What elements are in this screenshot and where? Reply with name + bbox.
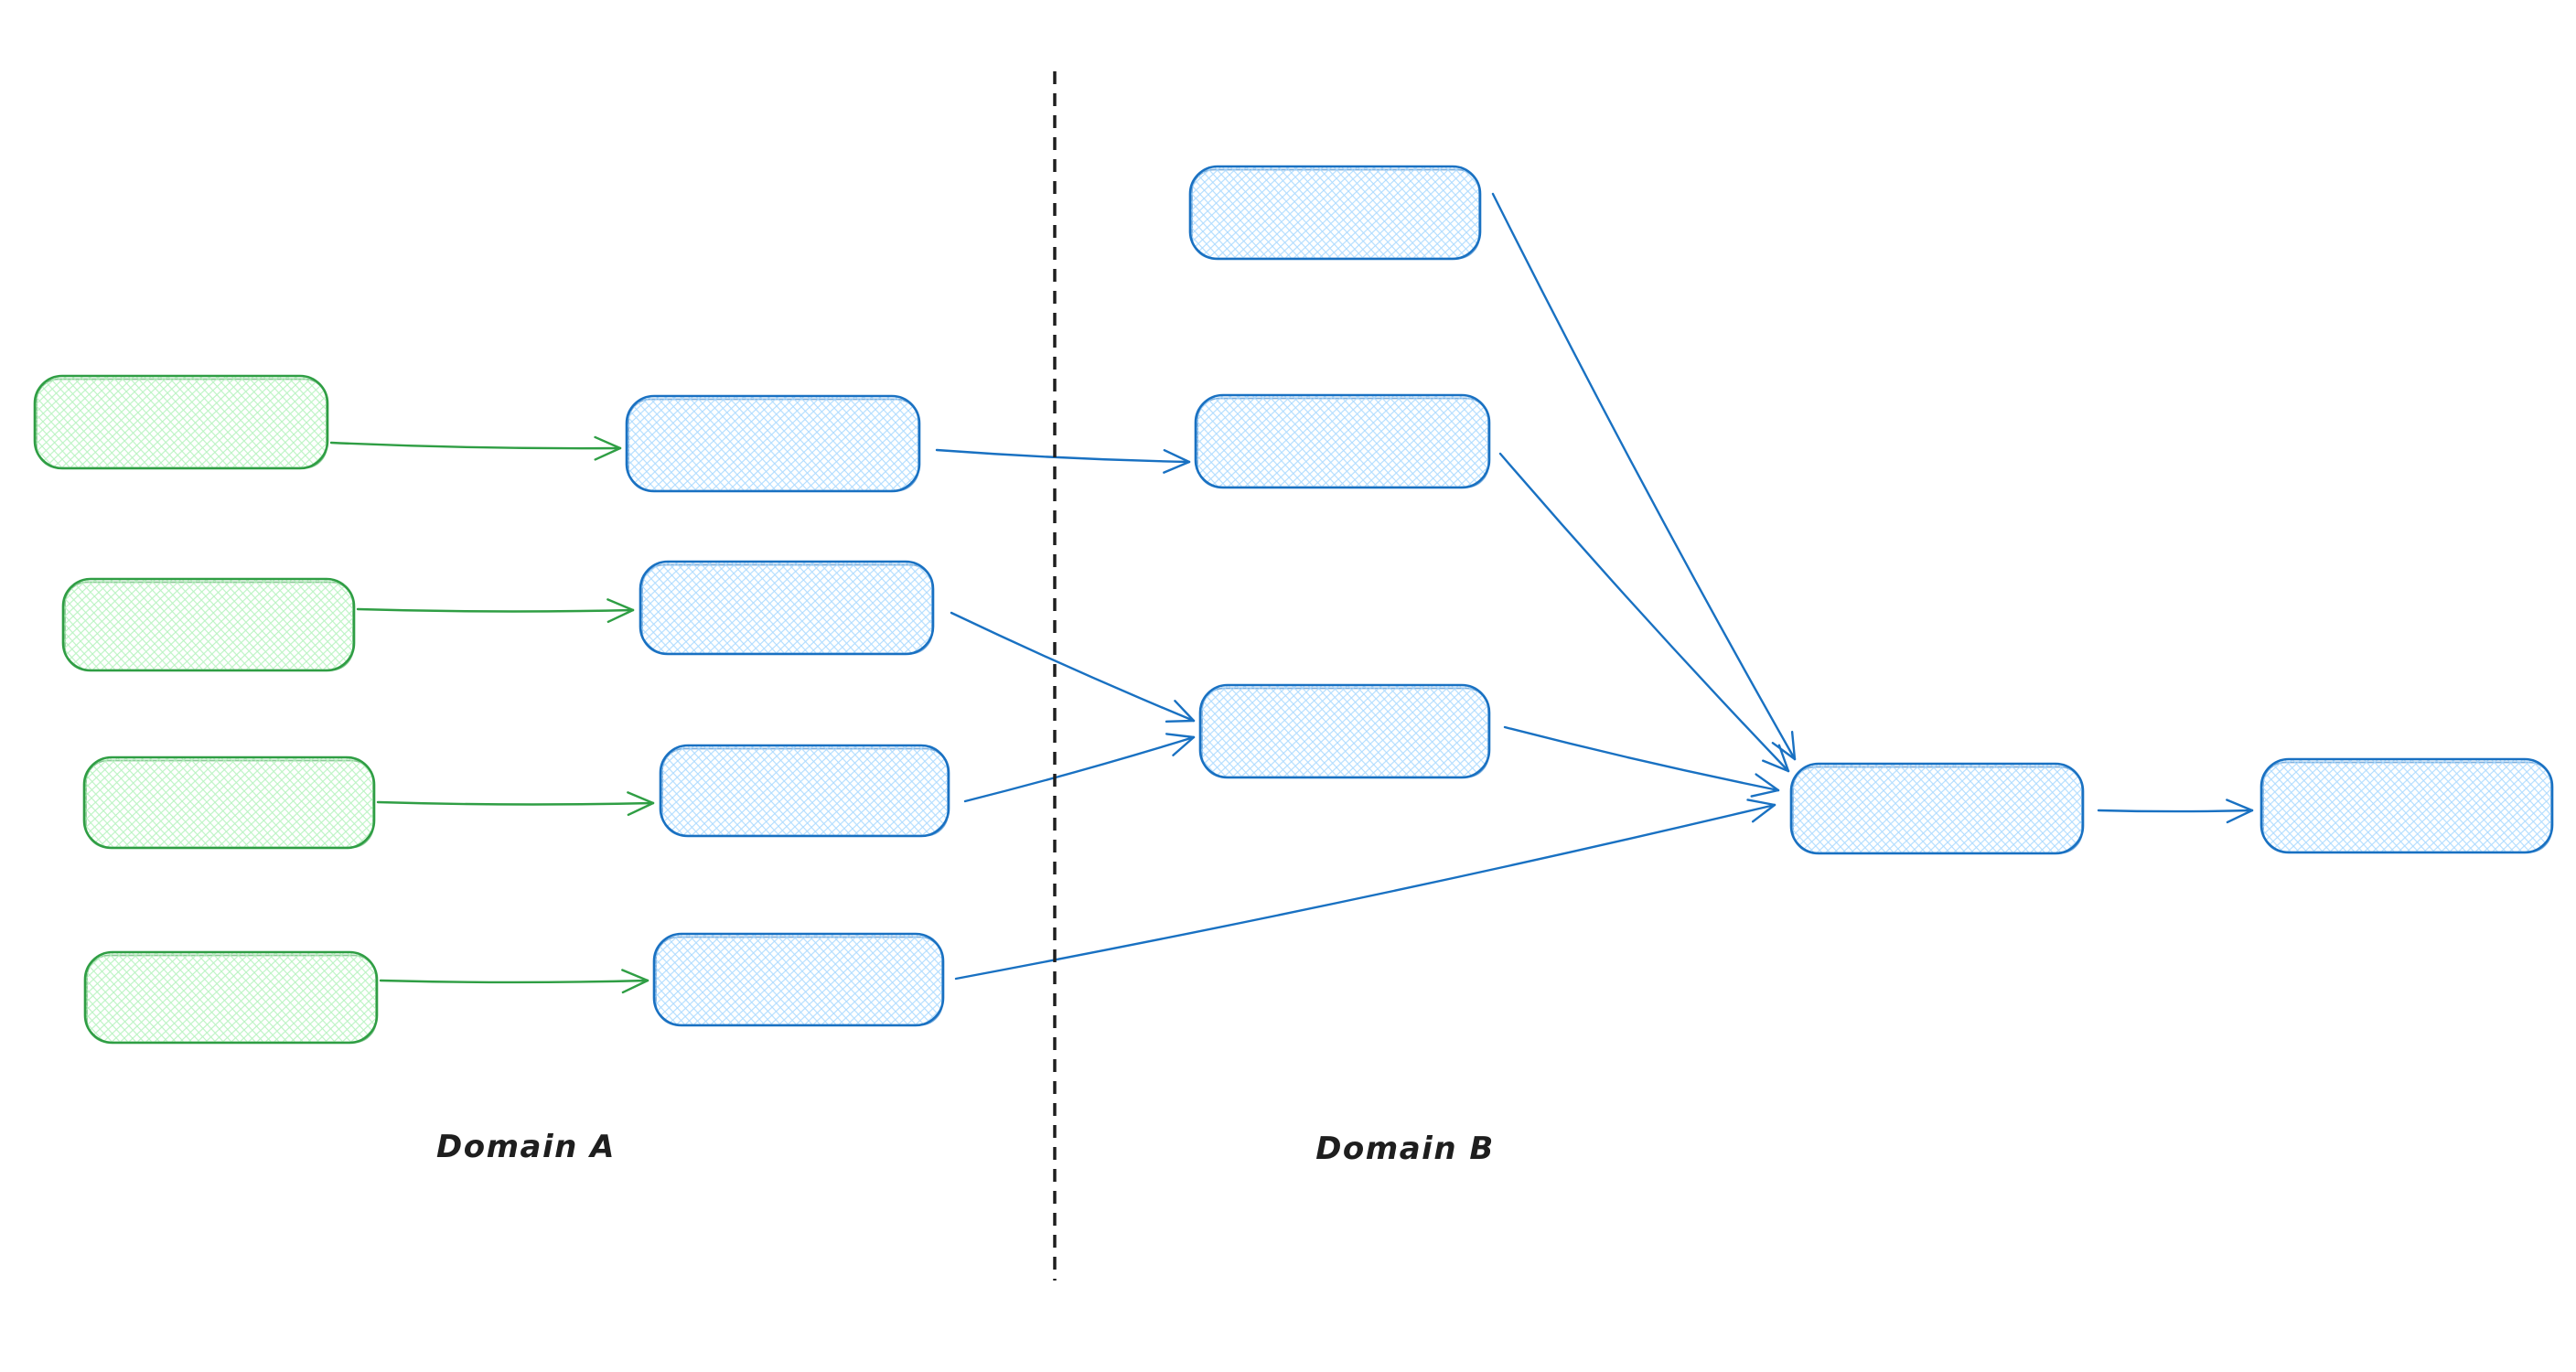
arrowhead xyxy=(606,598,635,612)
node-a-stage-2 xyxy=(639,560,935,656)
edge-a-stage-4-to-b-hub xyxy=(954,799,1776,981)
node-b-hub xyxy=(1789,762,2085,855)
arrowhead xyxy=(621,979,649,994)
edge-a-source-1-to-a-stage-1 xyxy=(329,435,622,461)
arrowhead xyxy=(1755,773,1780,792)
arrowhead xyxy=(1163,460,1191,474)
arrowhead xyxy=(1751,803,1776,823)
edge-b-node-2-to-b-hub xyxy=(1498,452,1790,773)
node-a-source-1 xyxy=(33,374,329,470)
arrowhead xyxy=(606,608,635,624)
node-a-stage-3 xyxy=(659,744,950,838)
arrowhead xyxy=(1777,744,1790,773)
node-b-node-2 xyxy=(1194,393,1491,489)
arrowhead xyxy=(1174,700,1196,723)
arrowhead xyxy=(2226,799,2254,812)
node-b-output xyxy=(2259,757,2554,854)
edge-b-node-3-to-b-hub xyxy=(1503,725,1780,798)
arrowhead xyxy=(1165,719,1196,724)
arrowhead xyxy=(1172,735,1196,756)
edge-a-stage-1-to-b-node-2 xyxy=(935,448,1191,474)
node-a-source-3 xyxy=(82,756,376,850)
node-a-stage-1 xyxy=(625,394,921,493)
arrowhead xyxy=(1750,788,1780,798)
node-b-node-1 xyxy=(1188,165,1482,261)
arrowhead xyxy=(1771,742,1797,761)
edge-a-source-4-to-a-stage-4 xyxy=(379,969,649,994)
arrowhead xyxy=(2226,809,2254,824)
node-b-node-3 xyxy=(1198,683,1491,779)
arrowhead xyxy=(594,435,622,450)
edge-b-hub-to-b-output xyxy=(2097,799,2254,824)
arrowhead xyxy=(1165,733,1196,739)
domain-b-label: Domain B xyxy=(1315,1131,1495,1167)
arrowhead xyxy=(621,969,649,982)
node-a-source-2 xyxy=(61,577,356,672)
arrowhead xyxy=(627,791,655,805)
node-a-source-4 xyxy=(83,950,379,1045)
arrowhead xyxy=(1762,759,1790,773)
edge-a-stage-2-to-b-node-3 xyxy=(950,611,1196,724)
arrowhead xyxy=(1163,448,1191,464)
arrowhead xyxy=(627,801,655,817)
node-a-stage-4 xyxy=(652,932,945,1027)
arrowhead xyxy=(1790,730,1797,761)
edge-a-source-2-to-a-stage-2 xyxy=(356,598,635,624)
edge-a-stage-3-to-b-node-3 xyxy=(963,733,1196,803)
edge-b-node-1-to-b-hub xyxy=(1491,192,1797,761)
arrowhead xyxy=(594,446,622,461)
domain-a-label: Domain A xyxy=(436,1129,616,1165)
edge-a-source-3-to-a-stage-3 xyxy=(376,791,655,817)
arrowhead xyxy=(1746,799,1776,807)
